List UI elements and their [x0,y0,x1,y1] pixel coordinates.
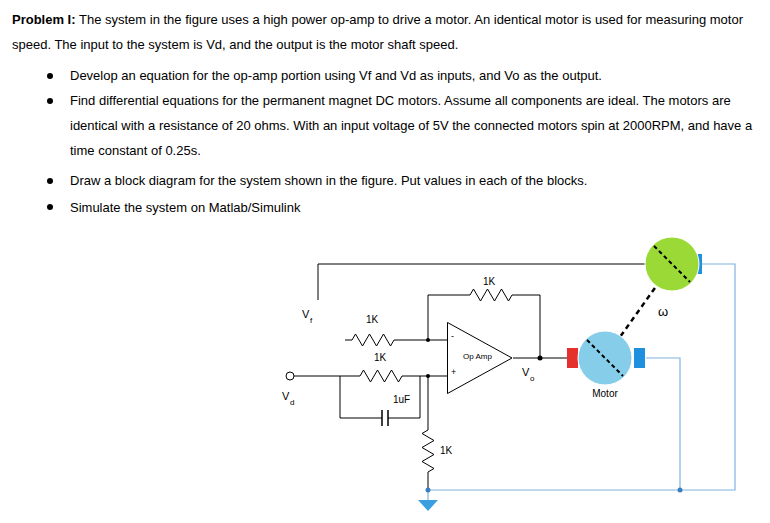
motor-body [578,331,632,385]
rotor-mark [587,340,623,376]
circuit-label: 1K [374,352,386,364]
black-wires [294,264,652,490]
junction-dot [426,338,430,342]
input-terminal [286,372,294,380]
resistor-symbol [294,370,447,382]
circuit-label: V [522,366,529,379]
ground-wire [646,358,680,490]
shaft-coupling [621,286,657,336]
circuit-label: + [451,367,456,377]
bullet-text: Simulate the system on Matlab/Simulink [70,195,755,220]
motor-circle: Motor [577,330,633,408]
circuit-label: V [282,390,289,403]
motor-terminal [634,348,645,368]
sensor-motor-circle: ω [644,236,700,324]
junction-dot [678,488,683,493]
rotor-mark [654,246,690,282]
problem-statement: Problem I: The system in the figure uses… [12,7,760,57]
circuit-label: 1uF [393,394,410,406]
motor-terminal [567,348,578,368]
bullet-dot [47,178,53,184]
motor-body [645,237,699,291]
bullet-text: Find differential equations for the perm… [70,88,755,163]
capacitor-symbol [382,410,388,426]
capacitor-wire [340,376,420,418]
circuit-label: f [310,316,312,325]
junction-dot [538,356,543,361]
bullet-dot [47,204,53,210]
node-label: Motor [592,388,618,399]
circuit-label: V [302,308,309,321]
bullet-dot [47,98,53,104]
junction-dot [426,374,430,378]
bullet-dots [47,73,53,210]
ground-symbol [418,500,438,511]
opamp-triangle: Op Amp [447,322,513,394]
problem-text: The system in the figure uses a high pow… [12,12,743,52]
resistor-symbol [345,334,447,346]
circuit-label: - [451,331,454,341]
motor-outline [644,236,700,292]
opamp-triangle [448,323,513,394]
node-label: ω [658,304,668,319]
node-label: Op Amp [463,352,492,361]
bullet-text: Draw a block diagram for the system show… [70,168,755,193]
ground-wires [428,264,735,500]
circuit-label: 1K [483,276,495,288]
problem-heading: Problem I: [12,12,76,27]
resistor-symbol [422,376,434,490]
bullet-dot [47,73,53,79]
junction-dot [426,488,431,493]
motor-outline [577,330,633,386]
circuit-label: 1K [440,445,452,457]
circuit-label: o [530,374,534,383]
circuit-label: 1K [366,314,378,326]
bullet-text: Develop an equation for the op-amp porti… [70,63,755,88]
feedback-wire [318,264,652,300]
circuit-label: d [290,398,294,407]
ground-wire [428,264,735,490]
